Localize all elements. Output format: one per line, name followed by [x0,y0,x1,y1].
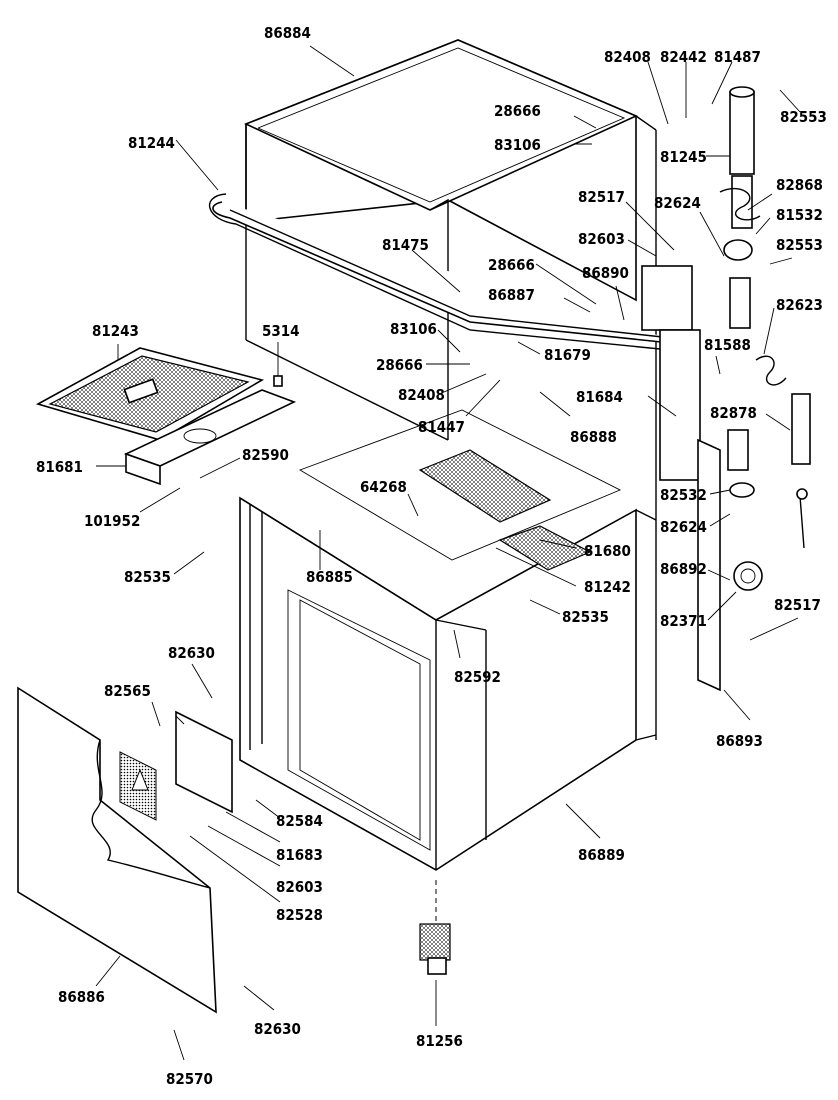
label-82630: 82630 [168,644,215,662]
cover-81683 [175,710,233,814]
label-81532: 81532 [776,206,823,224]
side-panel-86886 [17,686,217,1014]
label-81487: 81487 [714,48,761,66]
label-86888: 86888 [570,428,617,446]
label-82535: 82535 [124,568,171,586]
label-83106: 83106 [494,136,541,154]
label-28666: 28666 [494,102,541,120]
label-82532: 82532 [660,486,707,504]
label-82408: 82408 [398,386,445,404]
label-82603: 82603 [578,230,625,248]
filter-81243 [35,347,265,441]
label-64268: 64268 [360,478,407,496]
label-82517: 82517 [774,596,821,614]
label-28666: 28666 [488,256,535,274]
label-82590: 82590 [242,446,289,464]
label-82624: 82624 [660,518,707,536]
label-86889: 86889 [578,846,625,864]
label-82528: 82528 [276,906,323,924]
label-82553: 82553 [780,108,827,126]
label-82553: 82553 [776,236,823,254]
label-86892: 86892 [660,560,707,578]
cabinet-frame [239,300,657,871]
label-82623: 82623 [776,296,823,314]
label-82517: 82517 [578,188,625,206]
right-side-parts [641,86,811,692]
label-5314: 5314 [262,322,300,340]
label-86884: 86884 [264,24,311,42]
label-82408: 82408 [604,48,651,66]
label-82584: 82584 [276,812,323,830]
leader-lines [95,45,801,1061]
label-81684: 81684 [576,388,623,406]
label-82565: 82565 [104,682,151,700]
label-81244: 81244 [128,134,175,152]
label-81245: 81245 [660,148,707,166]
label-86886: 86886 [58,988,105,1006]
label-101952: 101952 [84,512,140,530]
label-83106: 83106 [390,320,437,338]
label-81243: 81243 [92,322,139,340]
label-86885: 86885 [306,568,353,586]
label-86890: 86890 [582,264,629,282]
label-81680: 81680 [584,542,631,560]
label-81242: 81242 [584,578,631,596]
label-82630: 82630 [254,1020,301,1038]
label-82603: 82603 [276,878,323,896]
label-81679: 81679 [544,346,591,364]
label-81683: 81683 [276,846,323,864]
label-81588: 81588 [704,336,751,354]
label-81475: 81475 [382,236,429,254]
label-82624: 82624 [654,194,701,212]
label-86887: 86887 [488,286,535,304]
label-81681: 81681 [36,458,83,476]
label-82535: 82535 [562,608,609,626]
label-82442: 82442 [660,48,707,66]
label-81447: 81447 [418,418,465,436]
part-labels: 86884 82408 82442 81487 82553 28666 8310… [36,24,827,1088]
label-82878: 82878 [710,404,757,422]
label-82371: 82371 [660,612,707,630]
label-82868: 82868 [776,176,823,194]
tube-81244 [208,193,691,353]
label-86893: 86893 [716,732,763,750]
label-28666: 28666 [376,356,423,374]
foot-81256 [419,880,451,975]
label-82570: 82570 [166,1070,213,1088]
label-82592: 82592 [454,668,501,686]
label-81256: 81256 [416,1032,463,1050]
